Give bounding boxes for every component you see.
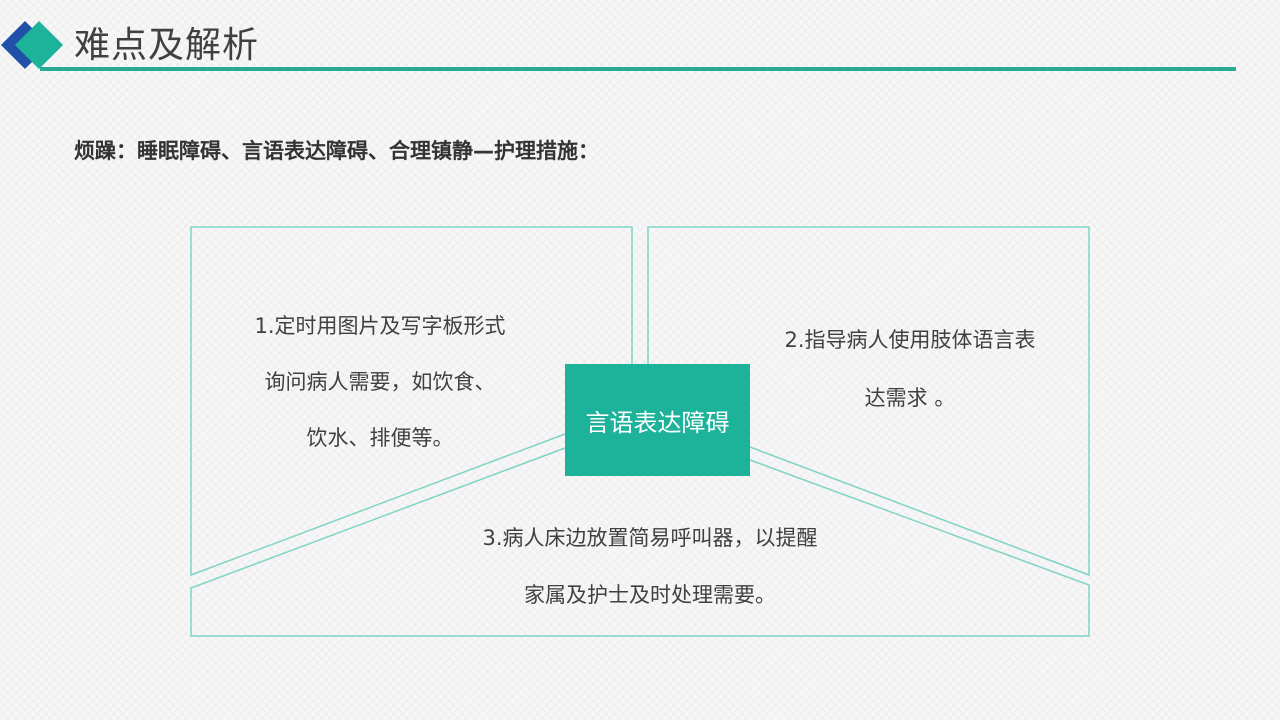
page-title: 难点及解析 [74,25,260,66]
panel-right-outline [647,226,1090,577]
section-3-line-2: 家属及护士及时处理需要。 [524,583,776,607]
center-topic-box: 言语表达障碍 [565,364,750,476]
section-3-line-1: 3.病人床边放置简易呼叫器，以提醒 [482,526,818,550]
panel-bottom-outline [190,447,1090,637]
section-1-line-3: 饮水、排便等。 [306,426,454,450]
center-topic-label: 言语表达障碍 [585,408,730,437]
section-1-text: 1.定时用图片及写字板形式 询问病人需要，如饮食、 饮水、排便等。 [210,312,550,452]
title-underline [40,67,1236,71]
section-3-text: 3.病人床边放置简易呼叫器，以提醒 家属及护士及时处理需要。 [440,524,860,609]
section-subtitle: 烦躁：睡眠障碍、言语表达障碍、合理镇静—护理措施： [74,139,599,163]
section-1-line-2: 询问病人需要，如饮食、 [264,370,496,394]
section-2-text: 2.指导病人使用肢体语言表 达需求 。 [750,326,1070,412]
section-2-line-1: 2.指导病人使用肢体语言表 [784,328,1036,352]
panel-left-outline [190,226,633,577]
section-1-line-1: 1.定时用图片及写字板形式 [254,314,506,338]
section-2-line-2: 达需求 。 [864,386,956,410]
